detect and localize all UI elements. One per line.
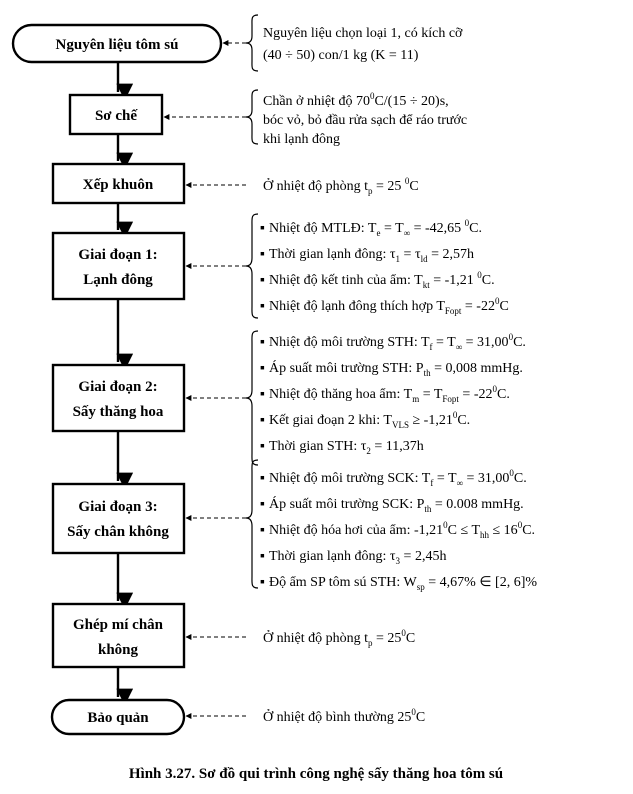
note-n5-item2: ▪Áp suất môi trường STH: Pth = 0,008 mmH…	[260, 359, 523, 378]
node-n5: Giai đoạn 2: Sấy thăng hoa	[51, 363, 186, 433]
node-n8-label: Bảo quản	[87, 710, 149, 726]
note-n1-line1: Nguyên liệu chọn loại 1, có kích cỡ	[263, 26, 463, 41]
note-n3-line1: Ở nhiệt độ phòng tp = 25 0C	[263, 176, 419, 196]
note-n5: ▪Nhiệt độ môi trường STH: Tf = T∞ = 31,0…	[260, 332, 526, 456]
note-n8: Ở nhiệt độ bình thường 250C	[263, 707, 425, 725]
node-n6: Giai đoạn 3: Sấy chân không	[51, 482, 186, 555]
node-n1-shape	[11, 23, 223, 64]
node-n4-label-line2: Lạnh đông	[83, 272, 153, 288]
node-n2-shape	[68, 93, 164, 136]
node-n5-label-line1: Giai đoạn 2:	[78, 379, 157, 395]
note-n5-item5: ▪Thời gian STH: τ2 = 11,37h	[260, 439, 424, 456]
note-n4-item3: ▪Nhiệt độ kết tinh của ẩm: Tkt = -1,21 0…	[260, 270, 495, 290]
figure-caption: Hình 3.27. Sơ đồ qui trình công nghệ sấy…	[129, 766, 503, 782]
node-n2: Sơ chế	[68, 93, 164, 136]
node-n3: Xếp khuôn	[51, 162, 186, 205]
node-n4: Giai đoạn 1: Lạnh đông	[51, 231, 186, 301]
node-n7-label-line2: không	[98, 642, 139, 658]
note-n1: Nguyên liệu chọn loại 1, có kích cỡ (40 …	[263, 26, 463, 63]
node-n7-label-line1: Ghép mí chân	[73, 617, 164, 633]
node-n5-label-line2: Sấy thăng hoa	[73, 404, 164, 420]
note-n6-item4: ▪Thời gian lạnh đông: τ3 = 2,45h	[260, 549, 446, 566]
node-n6-shape	[51, 482, 186, 555]
note-n4: ▪Nhiệt độ MTLĐ: Te = T∞ = -42,65 0C. ▪Th…	[260, 218, 509, 316]
node-n8: Bảo quản	[50, 698, 186, 736]
braces	[245, 14, 259, 589]
node-n8-shape	[50, 698, 186, 736]
note-n6-item3: ▪Nhiệt độ hóa hơi của ẩm: -1,210C ≤ Thh …	[260, 520, 535, 540]
node-n4-shape	[51, 231, 186, 301]
note-n5-item1: ▪Nhiệt độ môi trường STH: Tf = T∞ = 31,0…	[260, 332, 526, 352]
note-n4-item2: ▪Thời gian lạnh đông: τ1 = τld = 2,57h	[260, 247, 474, 264]
note-n4-item1: ▪Nhiệt độ MTLĐ: Te = T∞ = -42,65 0C.	[260, 218, 482, 238]
node-n7: Ghép mí chân không	[51, 602, 186, 669]
note-n6-item2: ▪Áp suất môi trường SCK: Pth = 0.008 mmH…	[260, 495, 524, 514]
note-n7-line1: Ở nhiệt độ phòng tp = 250C	[263, 628, 415, 648]
note-n1-line2: (40 ÷ 50) con/1 kg (K = 11)	[263, 48, 419, 63]
node-n6-label-line2: Sấy chân không	[67, 524, 169, 540]
brace-n6	[245, 459, 259, 589]
note-n7: Ở nhiệt độ phòng tp = 250C	[263, 628, 415, 648]
brace-n4	[245, 213, 259, 319]
note-n8-line1: Ở nhiệt độ bình thường 250C	[263, 707, 425, 725]
note-n2-line2: bóc vỏ, bỏ đầu rửa sạch để ráo trước	[263, 113, 467, 128]
note-n3: Ở nhiệt độ phòng tp = 25 0C	[263, 176, 419, 196]
note-n6-item1: ▪Nhiệt độ môi trường SCK: Tf = T∞ = 31,0…	[260, 468, 527, 488]
node-n5-shape	[51, 363, 186, 433]
note-n5-item3: ▪Nhiệt độ thăng hoa ẩm: Tm = TFopt = -22…	[260, 384, 510, 404]
node-n3-shape	[51, 162, 186, 205]
note-n2-line3: khi lạnh đông	[263, 132, 340, 147]
note-n6: ▪Nhiệt độ môi trường SCK: Tf = T∞ = 31,0…	[260, 468, 537, 592]
node-n7-shape	[51, 602, 186, 669]
node-n3-label: Xếp khuôn	[83, 177, 154, 193]
node-n4-label-line1: Giai đoạn 1:	[78, 247, 157, 263]
note-n2: Chần ở nhiệt độ 700C/(15 ÷ 20)s, bóc vỏ,…	[263, 91, 467, 147]
node-n1-label: Nguyên liệu tôm sú	[56, 37, 179, 53]
note-n4-item4: ▪Nhiệt độ lạnh đông thích hợp TFopt = -2…	[260, 296, 509, 316]
brace-n1	[245, 14, 259, 72]
note-n2-line1: Chần ở nhiệt độ 700C/(15 ÷ 20)s,	[263, 91, 449, 109]
dashed-connectors	[163, 40, 246, 719]
note-n5-item4: ▪Kết giai đoạn 2 khi: TVLS ≥ -1,210C.	[260, 410, 470, 430]
node-n1: Nguyên liệu tôm sú	[11, 23, 223, 64]
brace-n5	[245, 330, 259, 466]
brace-n2	[245, 89, 259, 145]
note-n6-item5: ▪Độ ẩm SP tôm sú STH: Wsp = 4,67% ∈ [2, …	[260, 575, 537, 592]
node-n2-label: Sơ chế	[95, 108, 138, 124]
node-n6-label-line1: Giai đoạn 3:	[78, 499, 157, 515]
